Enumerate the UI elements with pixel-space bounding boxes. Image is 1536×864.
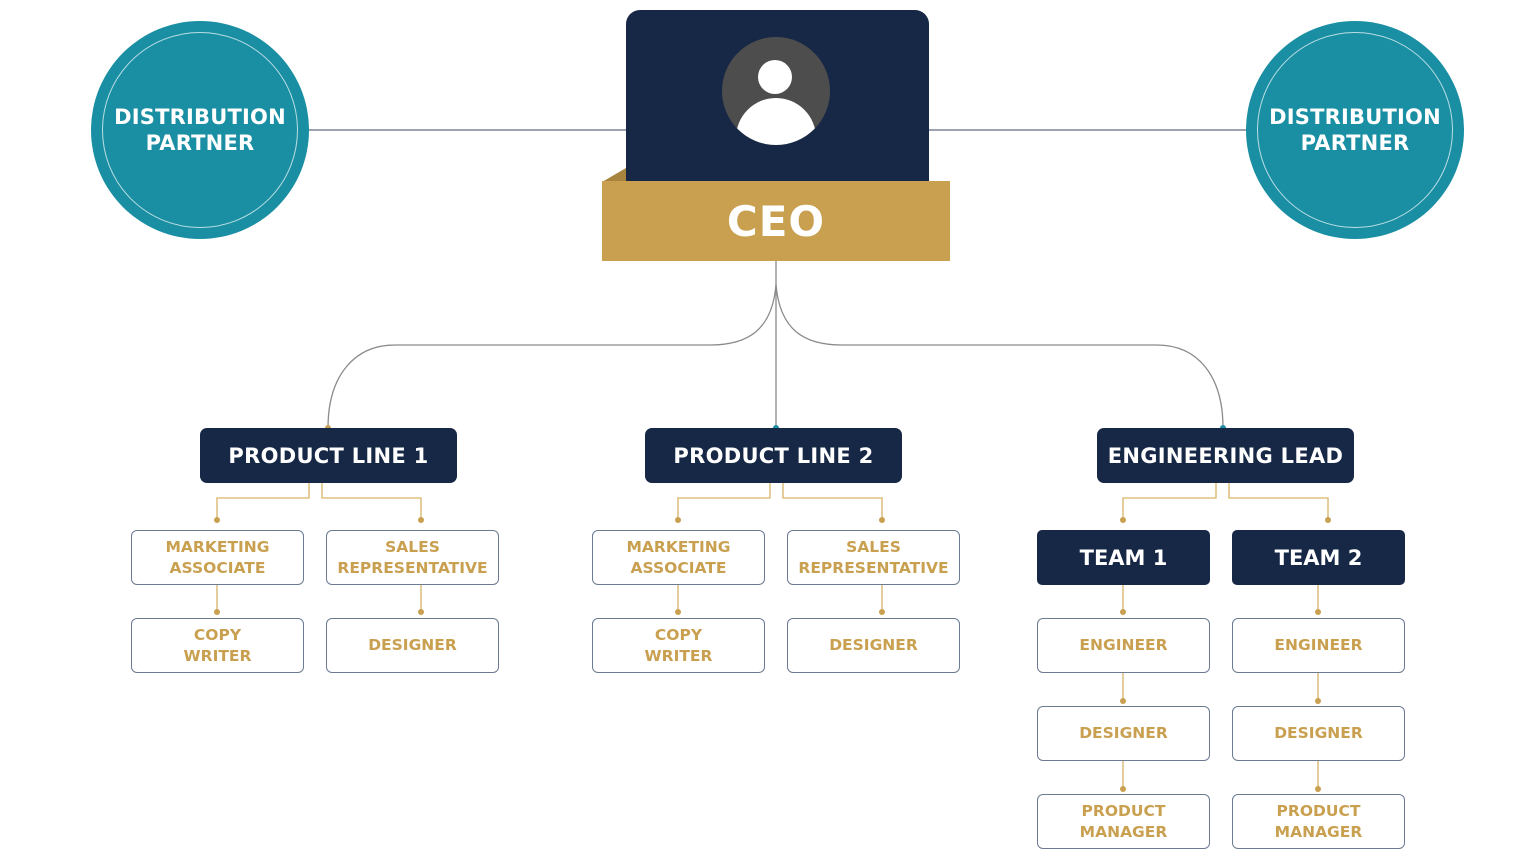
role-box-marketing-associate[interactable]: MARKETING ASSOCIATE: [131, 530, 304, 585]
ceo-banner-fold: [602, 168, 626, 182]
partner-ring: [1257, 32, 1453, 228]
product-line-2-box[interactable]: PRODUCT LINE 2: [645, 428, 902, 483]
partner-ring: [102, 32, 298, 228]
role-box-marketing-associate[interactable]: MARKETING ASSOCIATE: [592, 530, 765, 585]
connector-dot: [418, 517, 424, 523]
avatar-body: [736, 98, 816, 145]
team-1-box[interactable]: TEAM 1: [1037, 530, 1210, 585]
distribution-partner-right[interactable]: DISTRIBUTION PARTNER: [1246, 21, 1464, 239]
user-avatar-icon: [722, 37, 830, 145]
distribution-partner-left[interactable]: DISTRIBUTION PARTNER: [91, 21, 309, 239]
role-box-designer[interactable]: DESIGNER: [1037, 706, 1210, 761]
branch-connector: [321, 483, 422, 520]
role-box-product-manager[interactable]: PRODUCT MANAGER: [1037, 794, 1210, 849]
partner-label: DISTRIBUTION PARTNER: [114, 105, 286, 155]
connector-dot: [675, 609, 681, 615]
connector-dot: [214, 517, 220, 523]
branch-connector: [677, 483, 771, 520]
ceo-to-pl1: [327, 284, 777, 429]
gold-connectors: [216, 483, 1329, 789]
engineering-lead-box[interactable]: ENGINEERING LEAD: [1097, 428, 1354, 483]
connector-dot: [1315, 698, 1321, 704]
branch-connector: [1122, 483, 1217, 520]
ceo-title[interactable]: CEO: [602, 181, 950, 261]
role-box-engineer[interactable]: ENGINEER: [1232, 618, 1405, 673]
role-box-copy-writer[interactable]: COPY WRITER: [131, 618, 304, 673]
connector-dot: [879, 609, 885, 615]
branch-connector: [1228, 483, 1329, 520]
partner-label: DISTRIBUTION PARTNER: [1269, 105, 1441, 155]
connector-dot: [214, 609, 220, 615]
connector-dot: [1315, 609, 1321, 615]
branch-connector: [782, 483, 883, 520]
connector-dot: [1120, 786, 1126, 792]
role-box-engineer[interactable]: ENGINEER: [1037, 618, 1210, 673]
branch-connector: [216, 483, 310, 520]
connector-dot: [1120, 698, 1126, 704]
role-box-copy-writer[interactable]: COPY WRITER: [592, 618, 765, 673]
role-box-designer[interactable]: DESIGNER: [326, 618, 499, 673]
ceo-to-eng: [775, 284, 1224, 429]
role-box-sales-representative[interactable]: SALES REPRESENTATIVE: [787, 530, 960, 585]
connector-dot: [418, 609, 424, 615]
connector-dot: [675, 517, 681, 523]
connector-dot: [1120, 609, 1126, 615]
connector-dot: [1120, 517, 1126, 523]
gold-dots: [214, 517, 1331, 792]
product-line-1-box[interactable]: PRODUCT LINE 1: [200, 428, 457, 483]
connector-dot: [879, 517, 885, 523]
role-box-designer[interactable]: DESIGNER: [1232, 706, 1405, 761]
role-box-product-manager[interactable]: PRODUCT MANAGER: [1232, 794, 1405, 849]
ceo-card[interactable]: [626, 10, 929, 185]
connector-dot: [1315, 786, 1321, 792]
role-box-sales-representative[interactable]: SALES REPRESENTATIVE: [326, 530, 499, 585]
connector-dot: [1325, 517, 1331, 523]
team-2-box[interactable]: TEAM 2: [1232, 530, 1405, 585]
role-box-designer[interactable]: DESIGNER: [787, 618, 960, 673]
avatar-head: [758, 60, 792, 94]
